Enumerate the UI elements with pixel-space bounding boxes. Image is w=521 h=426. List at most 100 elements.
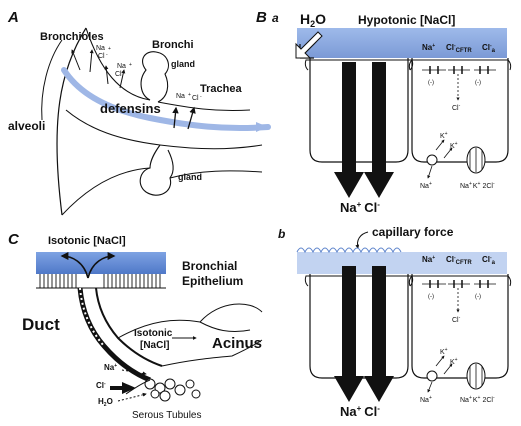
ion-arrow-1	[71, 49, 81, 71]
minus-1-b: (-)	[428, 294, 434, 300]
alveolus-wall-bottom	[61, 167, 151, 216]
cilia-row	[39, 274, 161, 288]
outflow-arrow-left	[60, 252, 89, 279]
acinus-label: Acinus	[212, 335, 262, 352]
nacl-arrow-right-b	[364, 266, 394, 402]
minus-1-a: (-)	[428, 80, 434, 86]
serous-label: Serous Tubules	[132, 410, 202, 421]
label-bronchioles: Bronchioles	[40, 31, 104, 43]
alveolus-wall-left	[56, 27, 87, 216]
cell-right-a	[411, 58, 509, 163]
duct-cilia-pattern	[79, 287, 105, 347]
ion-na-1: Na	[96, 45, 105, 52]
pump-a	[426, 154, 438, 166]
isotonic-mid-label-1: Isotonic	[134, 328, 173, 339]
cl-a-a: Cl-a	[482, 43, 496, 54]
epithelium-label: Epithelium	[182, 274, 243, 288]
airway-surface-liquid	[61, 67, 271, 131]
cell-right-a-apex	[408, 59, 512, 71]
c-cl-arrow	[110, 382, 136, 394]
airway-wall-bottom-right	[169, 170, 263, 179]
panel-b-letter: B	[256, 9, 267, 26]
nacl-arrow-right-a	[364, 62, 394, 198]
nacl-label-b: Na+Cl-	[340, 404, 380, 419]
h2o-hollow-arrow	[295, 31, 323, 59]
ion-cl-3-minus: -	[200, 94, 202, 100]
capillary-label: capillary force	[372, 225, 454, 239]
nacl-label-a: Na+Cl-	[340, 200, 380, 215]
cl-down-b: Cl-	[452, 315, 461, 324]
hypotonic-label: Hypotonic [NaCl]	[358, 13, 455, 27]
cell-right-b	[411, 274, 509, 379]
ion-cl-2-minus: -	[123, 70, 125, 76]
k1-b: K+	[440, 347, 448, 356]
panel-b: B a H2O Hypotonic [NaCl] Na+Cl- Na+ Cl-C…	[256, 9, 512, 419]
ion-cl-1: Cl	[98, 53, 105, 60]
bronchial-surface-liquid	[36, 252, 166, 274]
cell-left-a	[309, 58, 409, 163]
na-bot-a: Na+	[420, 181, 432, 190]
ion-labels-a: Na + Cl - Na + Cl - Na + Cl -	[96, 45, 202, 102]
acinus-outline-upper	[117, 303, 263, 339]
gland-lower	[139, 144, 174, 196]
isotonic-liquid-layer-b	[297, 252, 507, 274]
acinus-outline-lower	[161, 339, 263, 367]
label-bronchi: Bronchi	[152, 39, 194, 51]
c-h2o-arrow	[117, 392, 147, 402]
bronchial-label: Bronchial	[182, 259, 237, 273]
capillary-arrow	[355, 231, 369, 249]
nacl-arrow-left-a	[334, 62, 364, 198]
duct-label: Duct	[22, 315, 60, 334]
hypotonic-liquid-layer	[297, 28, 507, 58]
c-na-arrow	[121, 369, 147, 376]
panel-a: A Bronchioles Bronchi gland Trachea defe…	[7, 9, 271, 216]
ion-cl-1-minus: -	[106, 52, 108, 58]
na-bot-b: Na+	[420, 395, 432, 404]
alveolus-wall-inner	[41, 39, 63, 121]
nak2cl-b: Na+K+2Cl-	[460, 395, 495, 404]
ion-arrow-5	[172, 106, 179, 129]
airway-wall-upper-right	[157, 101, 251, 112]
label-defensins: defensins	[100, 101, 161, 116]
cl-cftr-b: Cl-CFTR	[446, 255, 472, 266]
asl-arrow-head	[256, 122, 268, 132]
cell-right-b-apex	[408, 275, 512, 287]
label-gland-upper: gland	[171, 59, 195, 69]
minus-2-b: (-)	[475, 294, 481, 300]
panel-c-letter: C	[8, 231, 20, 248]
outflow-arrow-right	[87, 252, 116, 279]
k2-b: K+	[450, 357, 458, 366]
ion-arrow-6	[187, 106, 196, 130]
cell-left-b-apex	[304, 275, 414, 287]
isotonic-top-label: Isotonic [NaCl]	[48, 235, 126, 247]
panel-c: C Isotonic [NaCl] Bronchial Epithelium D…	[8, 231, 263, 421]
isotonic-mid-label-2: [NaCl]	[140, 340, 169, 351]
ion-arrow-2	[89, 49, 94, 73]
nak2cl-a: Na+K+2Cl-	[460, 181, 495, 190]
channels-b: Na+ Cl-CFTR Cl-a (-) (-) Cl-	[422, 255, 496, 324]
ion-na-3-plus: +	[188, 92, 191, 98]
label-gland-lower: gland	[178, 172, 202, 182]
gland-upper	[140, 51, 169, 103]
na-top-b: Na+	[422, 255, 435, 264]
tubule-branch	[125, 379, 151, 395]
airway-wall-upper	[85, 27, 151, 101]
k1-a: K+	[440, 131, 448, 140]
transporters-a: K+ K+ Na+ Na+K+2Cl-	[420, 131, 495, 190]
ion-na-2-plus: +	[129, 62, 132, 68]
transporters-b: K+ K+ Na+ Na+K+2Cl-	[420, 347, 495, 404]
h2o-label: H2O	[300, 11, 326, 29]
channels-a: Na+ Cl-CFTR Cl-a (-) (-) Cl-	[422, 43, 496, 112]
na-top-a: Na+	[422, 43, 435, 52]
acinus-outline-inner	[199, 321, 251, 333]
ion-arrow-3	[104, 65, 109, 85]
ion-cl-2: Cl	[115, 71, 122, 78]
panel-b-sub-a: a	[272, 11, 279, 25]
c-h2o: H2O	[98, 397, 113, 408]
panel-b-sub-b: b	[278, 227, 285, 241]
duct-wall-left	[77, 287, 151, 383]
label-alveoli: alveoli	[8, 119, 45, 133]
ion-na-2: Na	[117, 63, 126, 70]
minus-2-a: (-)	[475, 80, 481, 86]
